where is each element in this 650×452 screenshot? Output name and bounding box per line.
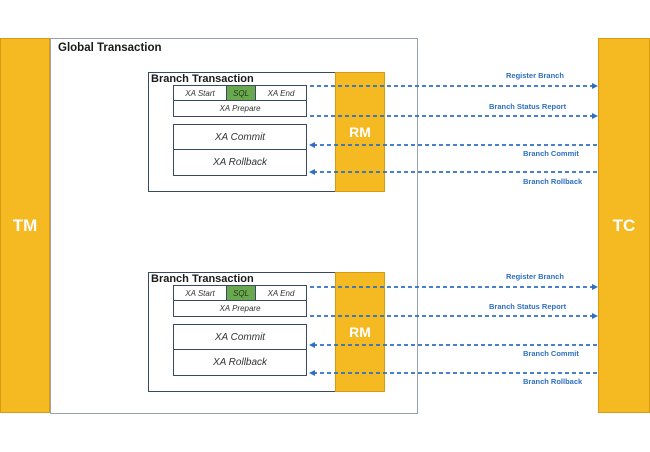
- global-transaction-title: Global Transaction: [58, 42, 162, 54]
- register-branch-label: Register Branch: [506, 272, 564, 281]
- xa-rollback-step: XA Rollback: [173, 150, 307, 176]
- branch-rollback-label: Branch Rollback: [523, 377, 583, 386]
- rm-label: RM: [349, 324, 371, 340]
- sql-step: SQL: [226, 86, 256, 100]
- branch-status-report-label: Branch Status Report: [489, 102, 567, 111]
- branch-rollback-label: Branch Rollback: [523, 177, 583, 186]
- branch-status-report-label: Branch Status Report: [489, 302, 567, 311]
- xa-start-step: XA Start: [185, 88, 215, 98]
- xa-sequence-row: XA Start SQL XA End: [173, 85, 307, 101]
- branch-transaction-1: Branch Transaction XA Start SQL XA End X…: [148, 72, 336, 192]
- branch-commit-label: Branch Commit: [523, 149, 579, 158]
- register-branch-label: Register Branch: [506, 71, 564, 80]
- rm-block-2: RM: [335, 272, 385, 392]
- tc-block: TC: [598, 38, 650, 413]
- xa-start-step: XA Start: [185, 288, 215, 298]
- xa-commit-step: XA Commit: [173, 124, 307, 150]
- tc-label: TC: [612, 215, 636, 235]
- branch-title: Branch Transaction: [151, 73, 254, 85]
- xa-end-step: XA End: [267, 88, 295, 98]
- rm-label: RM: [349, 124, 371, 140]
- branch-title: Branch Transaction: [151, 273, 254, 285]
- xa-sequence-row: XA Start SQL XA End: [173, 285, 307, 301]
- tm-block: TM: [0, 38, 50, 413]
- tm-label: TM: [12, 215, 38, 235]
- sql-step: SQL: [226, 286, 256, 300]
- branch-commit-label: Branch Commit: [523, 349, 579, 358]
- xa-prepare-step: XA Prepare: [173, 301, 307, 317]
- xa-prepare-step: XA Prepare: [173, 101, 307, 117]
- xa-rollback-step: XA Rollback: [173, 350, 307, 376]
- branch-transaction-2: Branch Transaction XA Start SQL XA End X…: [148, 272, 336, 392]
- xa-commit-step: XA Commit: [173, 324, 307, 350]
- xa-end-step: XA End: [267, 288, 295, 298]
